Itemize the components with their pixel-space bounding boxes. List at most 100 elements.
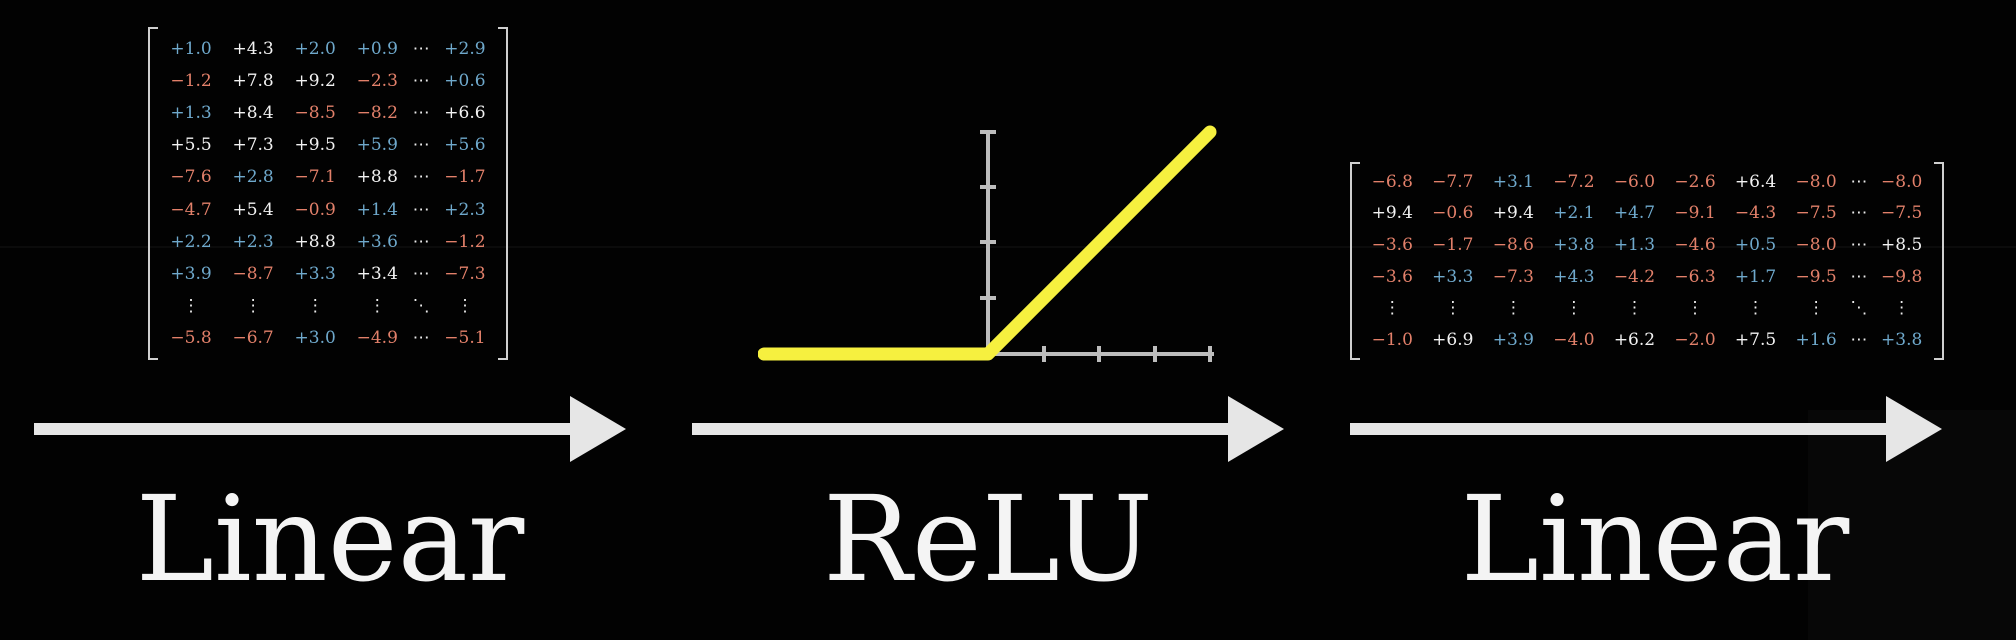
matrix-cell: −9.8 [1881, 266, 1923, 287]
relu-function-plot [758, 125, 1217, 362]
matrix-cell: +6.2 [1613, 330, 1656, 351]
matrix-cell: ⋮ [182, 295, 200, 316]
matrix-cell: ⋯ [412, 103, 430, 124]
matrix-cell: −7.5 [1795, 203, 1837, 224]
matrix-cell: −8.0 [1795, 171, 1837, 192]
matrix-cell: −8.0 [1881, 171, 1923, 192]
matrix-cell: +2.2 [170, 231, 212, 252]
arrow-shaft [692, 423, 1232, 435]
matrix-cell: +5.6 [444, 135, 486, 156]
matrix-cell: −1.7 [1432, 235, 1474, 256]
matrix-cell: +6.4 [1734, 171, 1777, 192]
matrix-cell: ⋮ [1444, 298, 1462, 319]
matrix-cell: −6.7 [232, 327, 274, 348]
matrix-cell: +9.4 [1492, 203, 1534, 224]
matrix-cell: ⋯ [1850, 235, 1868, 256]
matrix-cell: +1.7 [1734, 266, 1777, 287]
matrix-cell: −9.1 [1674, 203, 1716, 224]
matrix-cell: −2.3 [356, 71, 398, 92]
matrix-cell: −0.9 [294, 199, 336, 220]
matrix-cell: −8.5 [294, 103, 336, 124]
matrix-cell: −4.0 [1553, 330, 1595, 351]
matrix-cell: +3.6 [356, 231, 398, 252]
matrix-cell: ⋯ [412, 199, 430, 220]
matrix-cell: −8.0 [1795, 235, 1837, 256]
matrix-cell: +8.5 [1881, 235, 1923, 256]
matrix-cell: +3.9 [1492, 330, 1534, 351]
matrix-cell: −3.6 [1371, 266, 1413, 287]
matrix-row: +9.4−0.6+9.4+2.1+4.7−9.1−4.3−7.5⋯−7.5 [1362, 198, 1932, 230]
matrix-cell: ⋯ [412, 71, 430, 92]
matrix-cell: ⋮ [1893, 298, 1911, 319]
matrix-cell: +3.8 [1881, 330, 1923, 351]
matrix-cell: −4.9 [356, 327, 398, 348]
matrix-row: −3.6+3.3−7.3+4.3−4.2−6.3+1.7−9.5⋯−9.8 [1362, 261, 1932, 293]
matrix-cell: ⋯ [412, 39, 430, 60]
matrix-grid: +1.0+4.3+2.0+0.9⋯+2.9−1.2+7.8+9.2−2.3⋯+0… [160, 33, 496, 354]
matrix-cell: +4.3 [232, 39, 274, 60]
matrix-cell: −7.6 [170, 167, 212, 188]
matrix-cell: +7.8 [232, 71, 274, 92]
matrix-cell: −5.1 [444, 327, 486, 348]
matrix-bracket-left [1350, 162, 1360, 360]
matrix-cell: +2.3 [232, 231, 274, 252]
matrix-cell: +7.3 [232, 135, 274, 156]
matrix-cell: +8.8 [294, 231, 336, 252]
matrix-cell: +3.4 [356, 263, 398, 284]
matrix-cell: −1.2 [170, 71, 212, 92]
arrow-head [1886, 396, 1942, 462]
arrow-head [1228, 396, 1284, 462]
matrix-cell: ⋮ [1807, 298, 1825, 319]
matrix-cell: +9.4 [1371, 203, 1413, 224]
matrix-cell: ⋮ [1383, 298, 1401, 319]
matrix-cell: +7.5 [1734, 330, 1777, 351]
matrix-cell: −5.8 [170, 327, 212, 348]
matrix-cell: −7.2 [1553, 171, 1595, 192]
matrix-cell: +1.4 [356, 199, 398, 220]
matrix-cell: +3.1 [1492, 171, 1534, 192]
matrix-cell: ⋮ [1747, 298, 1765, 319]
matrix-cell: ⋯ [412, 327, 430, 348]
matrix-cell: ⋮ [244, 295, 262, 316]
ghost-panel [1808, 410, 2016, 640]
matrix-cell: −9.5 [1795, 266, 1837, 287]
matrix-cell: +2.9 [444, 39, 486, 60]
matrix-cell: +8.8 [356, 167, 398, 188]
matrix-cell: +1.3 [1613, 235, 1656, 256]
matrix-cell: −0.6 [1432, 203, 1474, 224]
matrix-cell: ⋱ [412, 295, 430, 316]
matrix-cell: −8.2 [356, 103, 398, 124]
matrix-cell: +1.6 [1795, 330, 1837, 351]
matrix-cell: ⋮ [306, 295, 324, 316]
matrix-cell: −4.7 [170, 199, 212, 220]
matrix-cell: ⋮ [1625, 298, 1643, 319]
matrix-cell: +0.9 [356, 39, 398, 60]
matrix-cell: +2.3 [444, 199, 486, 220]
matrix-row: −5.8−6.7+3.0−4.9⋯−5.1 [160, 322, 496, 354]
matrix-cell: +6.9 [1432, 330, 1474, 351]
matrix-cell: +3.3 [1432, 266, 1474, 287]
matrix-cell: +4.7 [1613, 203, 1656, 224]
linear-weight-matrix-right: −6.8−7.7+3.1−7.2−6.0−2.6+6.4−8.0⋯−8.0+9.… [1350, 162, 1944, 360]
matrix-cell: −1.2 [444, 231, 486, 252]
background-divider [0, 246, 2016, 248]
matrix-row: ⋮⋮⋮⋮⋮⋮⋮⋮⋱⋮ [1362, 293, 1932, 325]
matrix-cell: +9.2 [294, 71, 336, 92]
matrix-cell: ⋯ [412, 231, 430, 252]
arrow-right [1350, 396, 1942, 462]
matrix-cell: +5.9 [356, 135, 398, 156]
matrix-row: −1.2 +7.8 +9.2 −2.3 ⋯ +0.6 [160, 65, 496, 97]
matrix-cell: +3.8 [1553, 235, 1595, 256]
matrix-cell: +5.4 [232, 199, 274, 220]
label-relu: ReLU [822, 470, 1154, 608]
matrix-cell: ⋯ [1850, 330, 1868, 351]
matrix-cell: −1.7 [444, 167, 486, 188]
matrix-row: −3.6−1.7−8.6+3.8+1.3−4.6+0.5−8.0⋯+8.5 [1362, 229, 1932, 261]
matrix-cell: +1.3 [170, 103, 212, 124]
matrix-cell: +0.6 [444, 71, 486, 92]
label-linear-second: Linear [1460, 470, 1850, 608]
arrow-right [692, 396, 1284, 462]
matrix-cell: ⋮ [1565, 298, 1583, 319]
label-linear-first: Linear [135, 470, 525, 608]
matrix-bracket-right [498, 27, 508, 360]
